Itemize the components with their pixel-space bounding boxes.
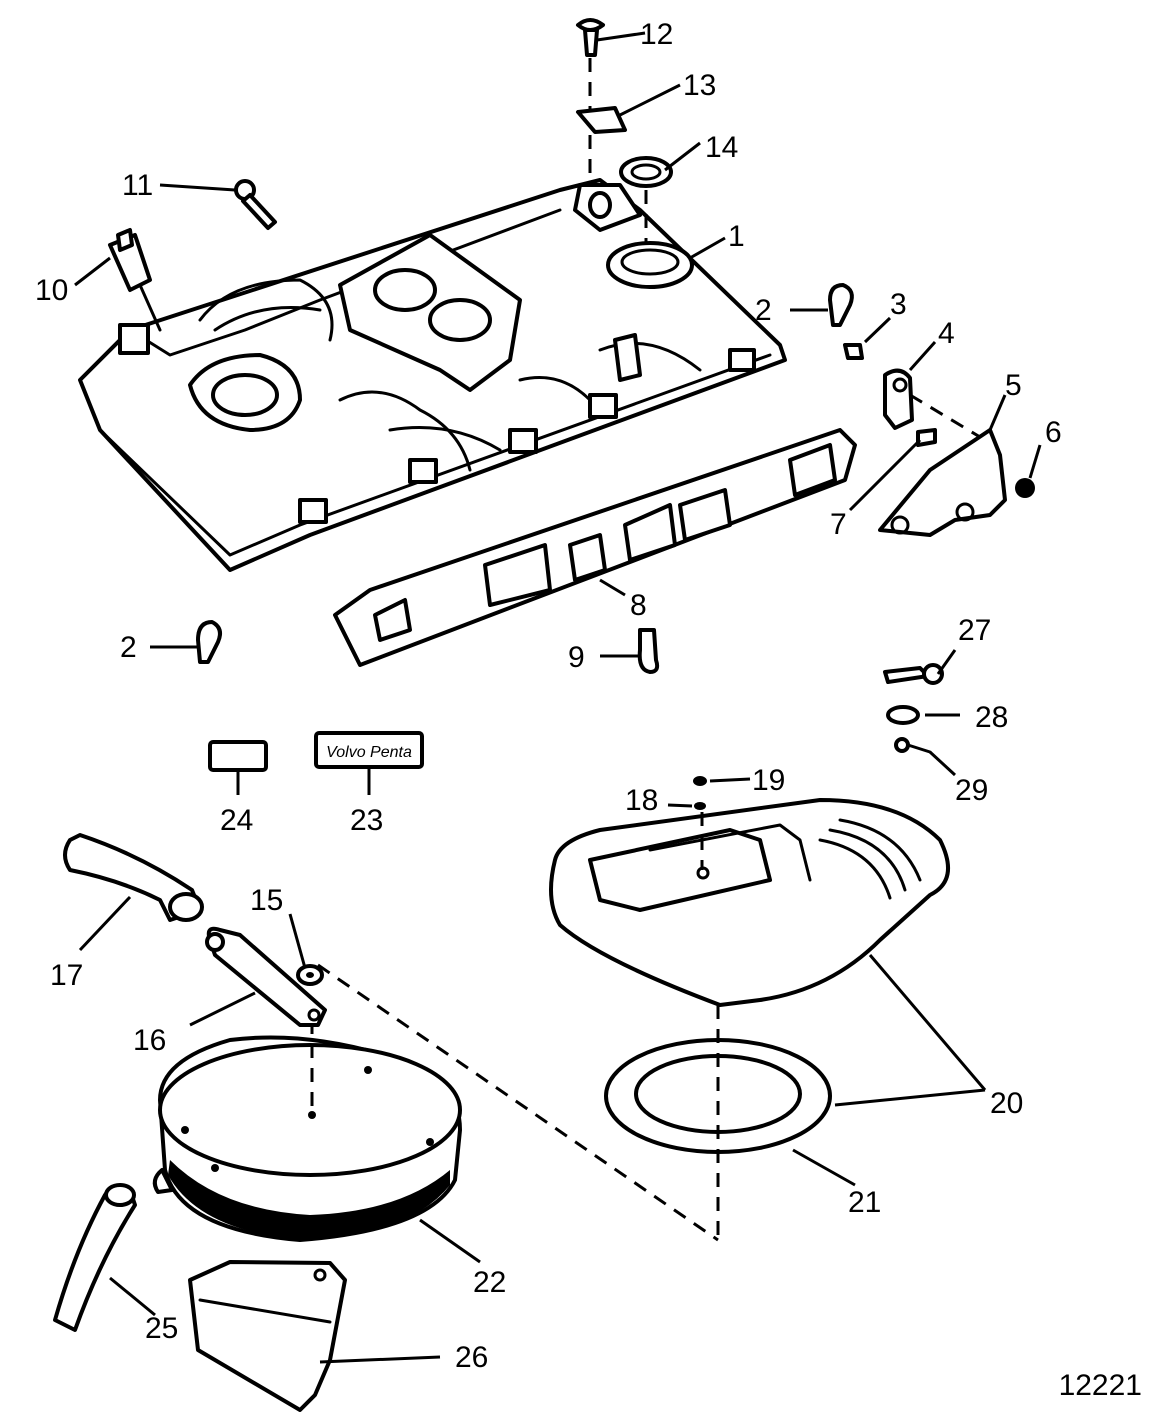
decal-volvo-penta: Volvo Penta [314,731,424,769]
callout-labels: 1 2 3 4 5 6 7 8 9 10 11 12 13 14 15 16 1… [35,18,1062,1374]
callout-15: 15 [250,884,283,917]
callout-27: 27 [958,614,991,647]
callout-8: 8 [630,589,647,622]
callout-2-lower: 2 [120,631,137,664]
callout-16: 16 [133,1024,166,1057]
screw [576,18,605,57]
callout-3: 3 [890,288,907,321]
washer [296,964,324,986]
clip [576,106,627,134]
callout-7: 7 [830,508,847,541]
callout-9: 9 [568,641,585,674]
callout-10: 10 [35,274,68,307]
callout-28: 28 [975,701,1008,734]
cover-fastener-18 [694,802,706,810]
callout-1: 1 [728,220,745,253]
callout-20: 20 [990,1087,1023,1120]
callout-2: 2 [755,294,772,327]
thermostat-seal [619,156,673,188]
lifting-eye-upper [828,283,854,327]
decal-blank [208,740,268,772]
lifting-eye-lower [196,620,222,664]
figure-reference-number: 12221 [1058,1369,1142,1402]
throttle-cable-bracket [878,428,1007,537]
bracket-axis [909,393,986,442]
throttle-bracket-block [883,368,914,430]
vent-hose-upper [63,833,204,922]
cotter-pin [894,737,932,754]
vent-hose-lower [53,1183,137,1332]
flame-arrestor-cover [549,798,950,1007]
decal-volvo-penta-text: Volvo Penta [326,744,412,761]
spacer [916,428,937,447]
callout-26: 26 [455,1341,488,1374]
callout-13: 13 [683,69,716,102]
manifold-bolt [234,179,277,230]
callout-19: 19 [752,764,785,797]
callout-5: 5 [1005,369,1022,402]
callout-22: 22 [473,1266,506,1299]
callout-12: 12 [640,18,673,51]
manifold-gasket [333,428,857,667]
nut [1015,478,1035,498]
callout-23: 23 [350,804,383,837]
intake-manifold [78,178,787,572]
callout-11: 11 [122,169,153,202]
cover-fastener-19 [693,776,707,786]
leader-lines [74,31,1042,1364]
callout-4: 4 [938,317,955,350]
callout-14: 14 [705,131,738,164]
callout-18: 18 [625,784,658,817]
callout-25: 25 [145,1312,178,1345]
grommet [886,705,920,725]
hose-clip [637,628,660,674]
breather-bracket [205,926,327,1027]
callout-24: 24 [220,804,253,837]
heat-shield [188,1260,347,1412]
callout-29: 29 [955,774,988,807]
callout-21: 21 [848,1186,881,1219]
temperature-sender [108,228,162,332]
wire-terminal [883,663,944,685]
callout-17: 17 [50,959,83,992]
callout-6: 6 [1045,416,1062,449]
stud-bolt [843,343,864,360]
arrestor-axis [317,963,719,1242]
flame-arrestor [152,1035,462,1242]
